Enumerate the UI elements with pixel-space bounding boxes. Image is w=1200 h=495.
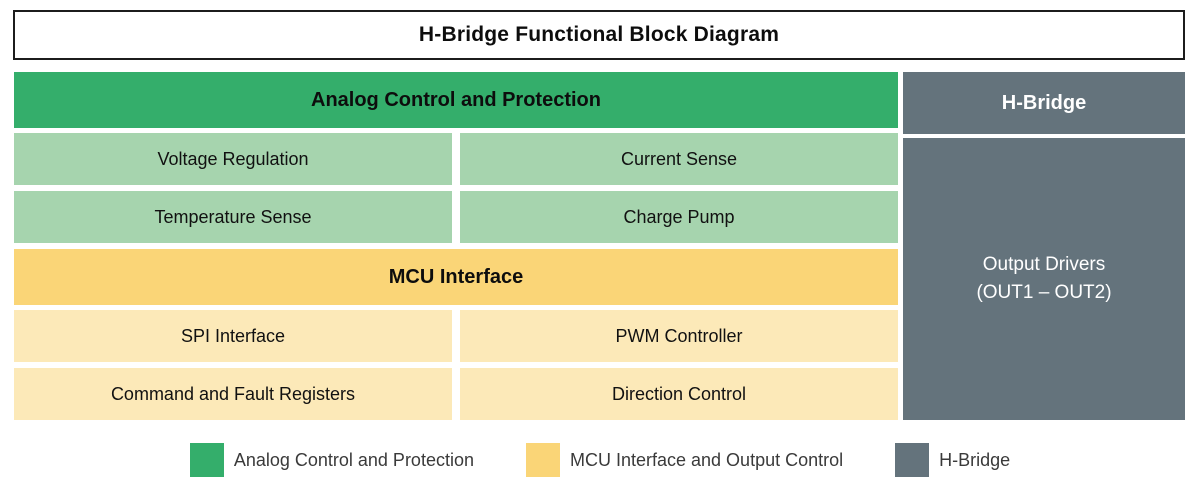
block-direction-control: Direction Control (460, 368, 898, 420)
block-current-sense: Current Sense (460, 133, 898, 185)
legend-swatch-icon (525, 443, 560, 477)
legend-label: H-Bridge (939, 449, 1011, 470)
output-drivers-pins-label: (OUT1 – OUT2) (976, 282, 1112, 303)
block-label: Direction Control (611, 383, 747, 404)
legend-label: Analog Control and Protection (233, 449, 474, 470)
analog-control-header-block: Analog Control and Protection (14, 72, 898, 128)
block-label: Current Sense (620, 148, 738, 169)
mcu-interface-header-label: MCU Interface (388, 265, 524, 288)
hbridge-header-block: H-Bridge (903, 72, 1185, 134)
block-label: Temperature Sense (154, 206, 312, 227)
block-command-and-fault-registers: Command and Fault Registers (14, 368, 452, 420)
block-charge-pump: Charge Pump (460, 191, 898, 243)
block-label: Voltage Regulation (157, 148, 309, 169)
block-label: PWM Controller (615, 325, 743, 346)
hbridge-header-label: H-Bridge (1001, 91, 1087, 114)
block-label: SPI Interface (180, 325, 286, 346)
block-spi-interface: SPI Interface (14, 310, 452, 362)
legend: Analog Control and Protection MCU Interf… (14, 438, 1186, 482)
hbridge-column: H-Bridge Output Drivers (OUT1 – OUT2) (903, 72, 1185, 420)
output-drivers-label: Output Drivers (982, 254, 1106, 276)
block-output-drivers: Output Drivers (OUT1 – OUT2) (903, 138, 1185, 420)
left-blocks-column: Analog Control and Protection Voltage Re… (14, 72, 898, 420)
analog-control-header-label: Analog Control and Protection (311, 88, 601, 111)
block-label: Command and Fault Registers (110, 383, 356, 404)
diagram-title: H-Bridge Functional Block Diagram (418, 23, 780, 46)
legend-item-hbridge: H-Bridge (895, 443, 1010, 477)
legend-item-analog-control: Analog Control and Protection (189, 443, 474, 477)
legend-item-mcu-interface: MCU Interface and Output Control (525, 443, 844, 477)
block-temperature-sense: Temperature Sense (14, 191, 452, 243)
block-voltage-regulation: Voltage Regulation (14, 133, 452, 185)
legend-swatch-icon (895, 443, 930, 477)
legend-label: MCU Interface and Output Control (569, 449, 844, 470)
diagram-title-box: H-Bridge Functional Block Diagram (13, 10, 1185, 60)
block-label: Charge Pump (623, 206, 735, 227)
block-pwm-controller: PWM Controller (460, 310, 898, 362)
mcu-interface-header-block: MCU Interface (14, 249, 898, 305)
legend-swatch-icon (189, 443, 224, 477)
